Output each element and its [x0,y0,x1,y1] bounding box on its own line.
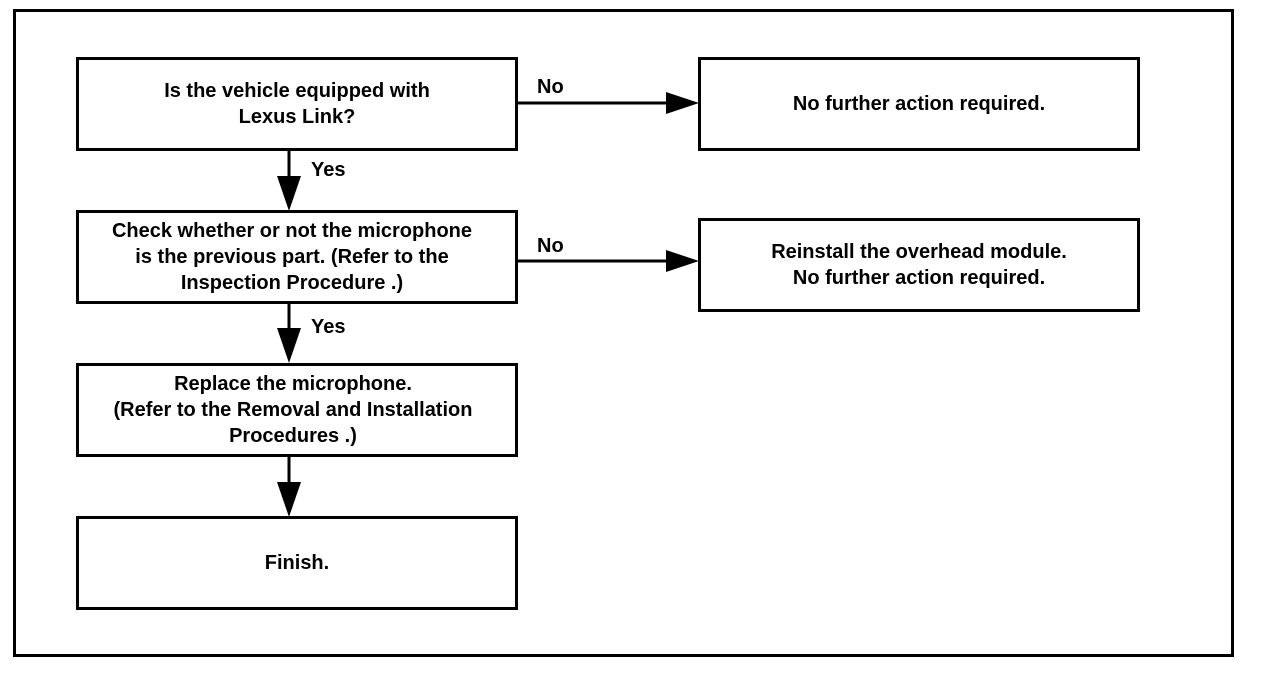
label-no-2: No [537,235,564,257]
step-3-box: Replace the microphone. (Refer to the Re… [76,363,518,457]
label-no-1: No [537,76,564,98]
result-2-box: Reinstall the overhead module. No furthe… [698,218,1140,312]
step-1-box: Is the vehicle equipped with Lexus Link? [76,57,518,151]
result-2-text: Reinstall the overhead module. No furthe… [771,241,1067,289]
step-1-text: Is the vehicle equipped with Lexus Link? [164,80,430,128]
label-yes-2: Yes [311,316,346,338]
result-1-text: No further action required. [792,93,1046,115]
finish-text: Finish. [264,552,330,574]
finish-box: Finish. [76,516,518,610]
step-3-text: Replace the microphone. (Refer to the Re… [113,373,473,447]
result-1-box: No further action required. [698,57,1140,151]
step-2-text: Check whether or not the microphone is t… [111,220,473,294]
label-yes-1: Yes [311,159,346,181]
step-2-box: Check whether or not the microphone is t… [76,210,518,304]
diagram-frame [13,9,1234,657]
